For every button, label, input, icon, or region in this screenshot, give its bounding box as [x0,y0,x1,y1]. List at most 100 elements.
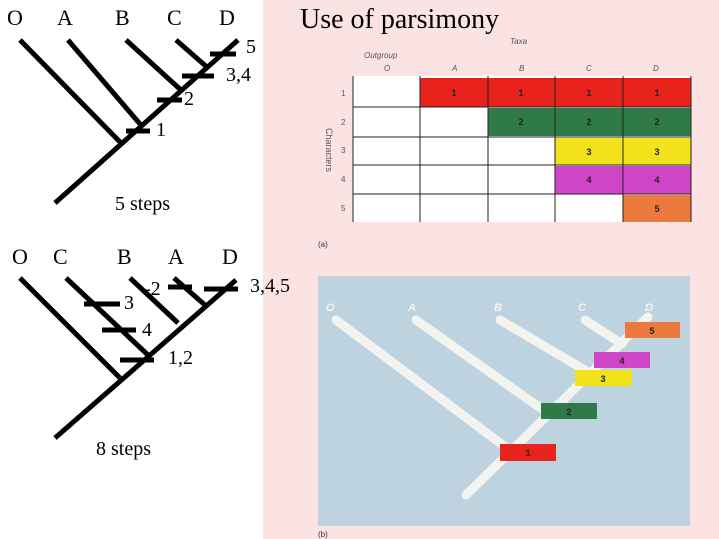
photo-caption: (b) [318,530,328,539]
cell-label-4-c: 4 [586,175,591,185]
tree-one-branch-b [124,38,184,93]
matrix-header: Taxa Outgroup O A B C D [364,37,659,73]
tree-one-steps: 5 steps [115,193,170,215]
tree-two-taxon-c: C [53,244,68,269]
cell-1-a [420,78,488,107]
photo-branch-b [495,315,593,377]
left-panel [0,0,263,539]
band-5 [625,322,680,338]
tree-one-mark-label-34: 3,4 [226,64,251,86]
cell-label-2-d: 2 [654,117,659,127]
cell-label-1-a: 1 [451,88,456,98]
band-label-2: 2 [566,407,571,417]
cell-1-d [623,78,691,107]
tree-two-taxon-b: B [117,244,132,269]
cell-label-5-d: 5 [654,204,659,214]
band-2 [541,403,597,419]
tree-one-mark-label-5: 5 [246,36,256,58]
photo-taxon-o: O [326,302,335,314]
matrix-col-a: A [451,64,457,73]
tree-two-taxon-a: A [168,244,184,269]
tree-one-mark-label-1: 1 [156,119,166,141]
photo-taxon-c: C [578,302,587,314]
matrix-row-axis-label: Characters [324,128,334,173]
tree-two-mark-label-3: 3 [124,292,134,314]
photo-branch-o [331,315,517,457]
cell-1-b [488,78,555,107]
matrix-row-5: 5 [341,204,346,213]
tree-one-taxon-o: O [7,5,23,30]
photo-branch-c [580,315,627,349]
cell-3-d [623,138,691,165]
cell-label-1-b: 1 [518,88,523,98]
cell-4-c [555,166,623,194]
tree-two-branch-b [128,276,180,325]
tree-two-branch-c [64,276,150,357]
band-1 [500,444,556,461]
matrix-cells [420,78,691,222]
tree-two-mark-labels: -2 3,4,5 3 4 1,2 [124,275,290,369]
photo-taxon-a: A [407,302,416,314]
matrix-col-d: D [653,64,659,73]
tree-two-taxon-d: D [222,244,238,269]
tree-two-labels: O C B A D [12,244,238,269]
matrix-caption: (a) [318,240,328,249]
tree-two-mark-label-4: 4 [142,319,152,341]
tree-two [18,276,238,440]
band-label-3: 3 [600,374,605,384]
matrix-cell-labels: 1 1 1 1 2 2 2 3 3 4 4 5 [451,88,659,214]
photo-background [318,276,690,526]
cell-label-2-b: 2 [518,117,523,127]
tree-two-branch-o [18,276,122,380]
band-label-4: 4 [619,356,624,366]
cell-label-3-c: 3 [586,147,591,157]
cell-2-d [623,108,691,136]
tree-one-branch-c [174,38,210,70]
cell-4-d [623,166,691,194]
matrix-grid [352,76,692,222]
cell-1-c [555,78,623,107]
cell-2-b [488,108,555,136]
band-label-1: 1 [525,448,530,458]
tree-two-mark-label-12: 1,2 [168,347,193,369]
cell-label-4-d: 4 [654,175,659,185]
photo-tree-band-labels: 1 2 3 4 5 [525,326,654,458]
photo-branch-a [411,315,551,417]
matrix-col-b: B [519,64,525,73]
matrix-row-3: 3 [341,146,346,155]
band-label-5: 5 [649,326,654,336]
matrix-row-2: 2 [341,118,346,127]
photo-tree: O A B C D 1 2 3 4 5 (b) [318,276,690,539]
matrix-outgroup-header: Outgroup [364,51,398,60]
photo-taxon-d: D [645,302,653,314]
tree-one-mark-label-2: 2 [184,88,194,110]
matrix-taxa-header: Taxa [510,37,528,46]
photo-tree-taxa: O A B C D [326,302,653,314]
tree-two-mark-label-neg2: -2 [144,278,161,300]
tree-one [18,38,240,205]
cell-label-1-d: 1 [654,88,659,98]
photo-taxon-b: B [494,302,502,314]
cell-5-d [623,195,691,222]
tree-one-taxon-c: C [167,5,182,30]
cell-label-2-c: 2 [586,117,591,127]
tree-two-taxon-o: O [12,244,28,269]
matrix-row-4: 4 [341,175,346,184]
cell-label-3-d: 3 [654,147,659,157]
tree-one-mark-labels: 5 3,4 2 1 [156,36,256,141]
tree-two-steps: 8 steps [96,438,151,460]
cell-3-c [555,138,623,165]
tree-one-taxon-a: A [57,5,73,30]
character-matrix: Taxa Outgroup O A B C D Characters 1 2 3… [318,37,692,249]
cell-2-c [555,108,623,136]
tree-one-trunk [53,38,240,205]
band-4 [594,352,650,368]
matrix-row-numbers: 1 2 3 4 5 [341,89,346,213]
slide-title: Use of parsimony [300,4,500,35]
matrix-row-1: 1 [341,89,346,98]
matrix-col-o: O [384,64,390,73]
tree-one-branch-o [18,38,122,144]
tree-one-taxon-d: D [219,5,235,30]
tree-one-labels: O A B C D [7,5,235,30]
